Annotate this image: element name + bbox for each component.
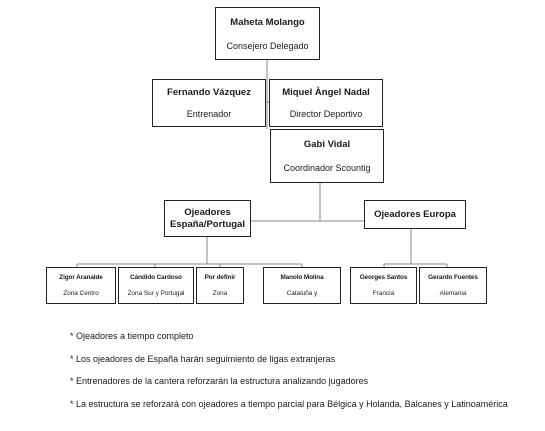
scout-zone: Alemania [439, 289, 467, 297]
scout-zone: Zona [212, 289, 228, 297]
director-name: Miquel Àngel Nadal [282, 87, 370, 99]
coordinator-role: Coordinador Scountig [283, 163, 371, 174]
scout-box: Zigor Aranalde Zona Centro [46, 267, 116, 304]
group-spain-box: Ojeadores España/Portugal [164, 200, 251, 237]
scout-zone: Zona Centro [63, 289, 99, 297]
coach-box: Fernando Vázquez Entrenador [152, 79, 266, 127]
scout-box: Georges Santos Francia [350, 267, 417, 304]
scout-box: Gerardo Fuentes Alemania [419, 267, 487, 304]
ceo-box: Maheta Molango Consejero Delegado [215, 7, 320, 60]
group-europe-label: Ojeadores Europa [374, 208, 456, 220]
group-europe-box: Ojeadores Europa [364, 200, 466, 229]
scout-zone: Cataluña y [286, 289, 318, 297]
scout-name: Gerardo Fuentes [428, 274, 478, 282]
scout-name: Por definir [204, 274, 236, 282]
group-spain-line1: Ojeadores [184, 206, 231, 218]
coach-name: Fernando Vázquez [167, 87, 251, 99]
director-role: Director Deportivo [289, 108, 363, 119]
scout-zone: Francia [372, 289, 395, 297]
note-item: * Entrenadores de la cantera reforzarán … [70, 376, 369, 386]
scout-name: Cándido Cardoso [130, 274, 182, 282]
note-item: * La estructura se reforzará con ojeador… [70, 398, 508, 409]
note-item: * Ojeadores a tiempo completo [70, 331, 194, 341]
scout-box: Cándido Cardoso Zona Sur y Portugal [118, 267, 194, 304]
ceo-name: Maheta Molango [230, 16, 305, 28]
coordinator-name: Gabi Vidal [303, 138, 351, 150]
notes-list: * Ojeadores a tiempo completo * Los ojea… [70, 330, 520, 420]
scout-name: Manolo Molina [280, 274, 324, 282]
scout-box: Por definir Zona [196, 267, 244, 304]
group-spain-line2: España/Portugal [170, 218, 245, 230]
coach-role: Entrenador [186, 108, 232, 119]
coordinator-box: Gabi Vidal Coordinador Scountig [270, 129, 384, 183]
scout-zone: Zona Sur y Portugal [127, 289, 185, 297]
scout-box: Manolo Molina Cataluña y [263, 267, 341, 304]
ceo-role: Consejero Delegado [226, 40, 309, 51]
director-box: Miquel Àngel Nadal Director Deportivo [269, 79, 383, 127]
scout-name: Georges Santos [359, 274, 408, 282]
note-item: * Los ojeadores de España harán seguimie… [70, 353, 336, 364]
scout-name: Zigor Aranalde [59, 274, 103, 282]
